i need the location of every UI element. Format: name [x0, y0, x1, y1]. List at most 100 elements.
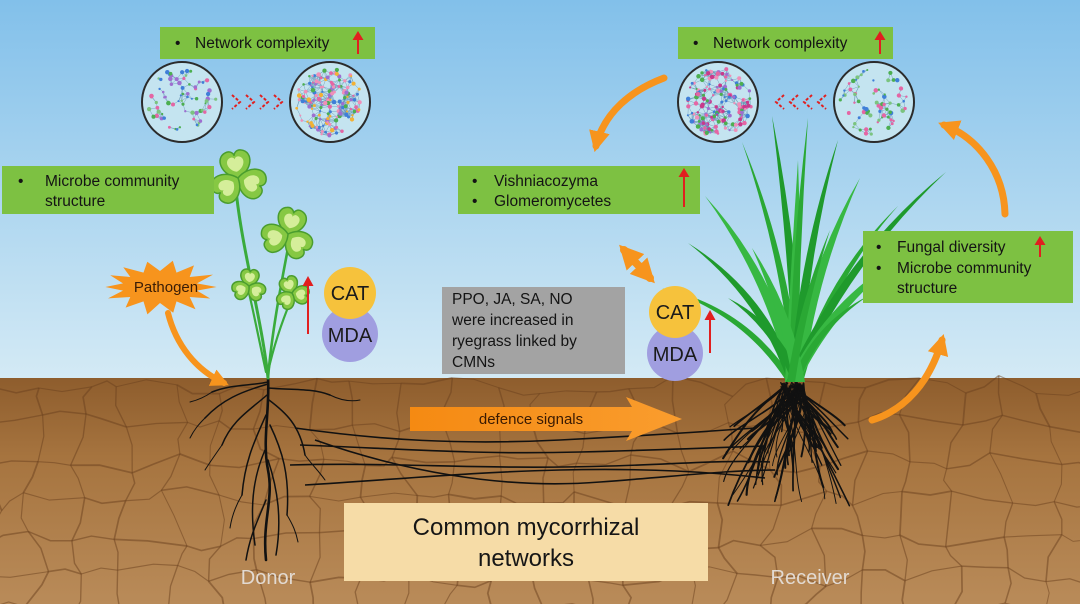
- network-node: [722, 87, 725, 91]
- pathogen-label: Pathogen: [134, 279, 198, 296]
- soil-crack: [256, 569, 311, 583]
- clover-leaflet: [210, 173, 241, 204]
- network-node: [352, 109, 357, 114]
- root-branch: [211, 381, 269, 393]
- soil-crack: [718, 539, 761, 549]
- clover-leaflet-mark: [290, 236, 306, 252]
- soil-crack: [857, 387, 867, 423]
- network-node: [204, 99, 209, 103]
- soil-crack: [365, 456, 393, 467]
- pathogen-attack-arrow: [165, 310, 229, 386]
- network-node: [203, 110, 207, 114]
- mycorrhizal-hyphae: [289, 427, 776, 486]
- soil-crack: [448, 493, 502, 500]
- network-node: [181, 92, 185, 96]
- cat-label: CAT: [331, 283, 370, 305]
- soil-crack: [0, 414, 43, 423]
- network-node: [351, 114, 354, 117]
- soil-crack: [359, 465, 367, 498]
- network-edge: [690, 87, 697, 90]
- network-node: [320, 101, 323, 104]
- mda-circle: [322, 306, 378, 362]
- receiver-root: [732, 384, 803, 451]
- soil-crack: [723, 573, 738, 604]
- cat-circle: [649, 286, 701, 338]
- mda-circle: [647, 325, 703, 381]
- network-node: [721, 118, 726, 123]
- network-node: [339, 84, 343, 88]
- network-node: [297, 98, 301, 102]
- microbe-structure-line2: structure: [45, 193, 105, 210]
- soil-crack: [25, 571, 50, 604]
- network-node: [300, 99, 305, 104]
- hypha-line: [314, 439, 776, 485]
- network-node: [859, 73, 863, 77]
- bullet: •: [175, 35, 180, 52]
- network-node: [185, 91, 190, 96]
- soil-crack: [630, 454, 690, 473]
- network-node: [706, 71, 711, 76]
- network-node: [310, 107, 314, 110]
- network-node: [690, 111, 694, 115]
- chevron-right-icon: [259, 94, 270, 110]
- network-node: [177, 80, 182, 86]
- soil-crack: [962, 414, 1003, 426]
- network-node: [695, 124, 701, 129]
- network-node: [335, 125, 339, 129]
- gray-box: [442, 287, 625, 374]
- soil-crack: [308, 378, 318, 430]
- network-node: [324, 130, 328, 134]
- network-node: [327, 89, 332, 94]
- soil-crack: [116, 379, 178, 388]
- network-node: [712, 110, 716, 114]
- network-node: [295, 106, 299, 110]
- network-node: [713, 91, 716, 94]
- network-node: [732, 95, 736, 99]
- soil-crack: [732, 377, 767, 397]
- soil-crack: [391, 456, 455, 464]
- network-node: [864, 127, 869, 132]
- network-node: [307, 104, 312, 109]
- network-dish-donor-before: [141, 61, 223, 143]
- network-node: [718, 83, 723, 88]
- network-node: [346, 100, 350, 105]
- soil-crack: [0, 387, 40, 394]
- network-edge: [726, 100, 735, 104]
- network-node: [855, 75, 860, 80]
- soil-crack: [901, 490, 952, 496]
- soil-crack: [309, 582, 315, 604]
- network-node: [177, 100, 180, 103]
- soil-crack: [1004, 567, 1012, 604]
- network-node: [715, 113, 719, 116]
- network-node: [733, 122, 738, 127]
- soil-crack: [78, 573, 82, 604]
- network-node: [709, 131, 712, 134]
- soil-crack: [218, 393, 223, 421]
- network-node: [166, 100, 171, 106]
- network-node: [689, 119, 695, 124]
- network-node: [314, 93, 318, 98]
- soil-crack: [348, 380, 402, 385]
- network-node: [708, 87, 712, 91]
- soil-crack: [176, 384, 189, 423]
- network-node: [710, 115, 714, 119]
- clover-leaflet: [240, 268, 260, 287]
- network-node: [721, 105, 724, 109]
- clover-leaflet-mark: [227, 156, 244, 172]
- network-node: [312, 74, 317, 78]
- network-node: [888, 101, 892, 105]
- network-node: [334, 131, 339, 135]
- network-node: [343, 79, 347, 83]
- soil-crack: [486, 580, 493, 604]
- network-node: [696, 74, 701, 79]
- network-node: [719, 92, 723, 97]
- soil-crack: [676, 433, 690, 472]
- network-node: [310, 87, 316, 93]
- soil-crack: [824, 381, 866, 389]
- network-node: [701, 121, 706, 125]
- root-hair: [189, 391, 213, 403]
- soil-crack: [777, 575, 827, 587]
- network-node: [723, 75, 728, 79]
- network-node: [341, 101, 345, 106]
